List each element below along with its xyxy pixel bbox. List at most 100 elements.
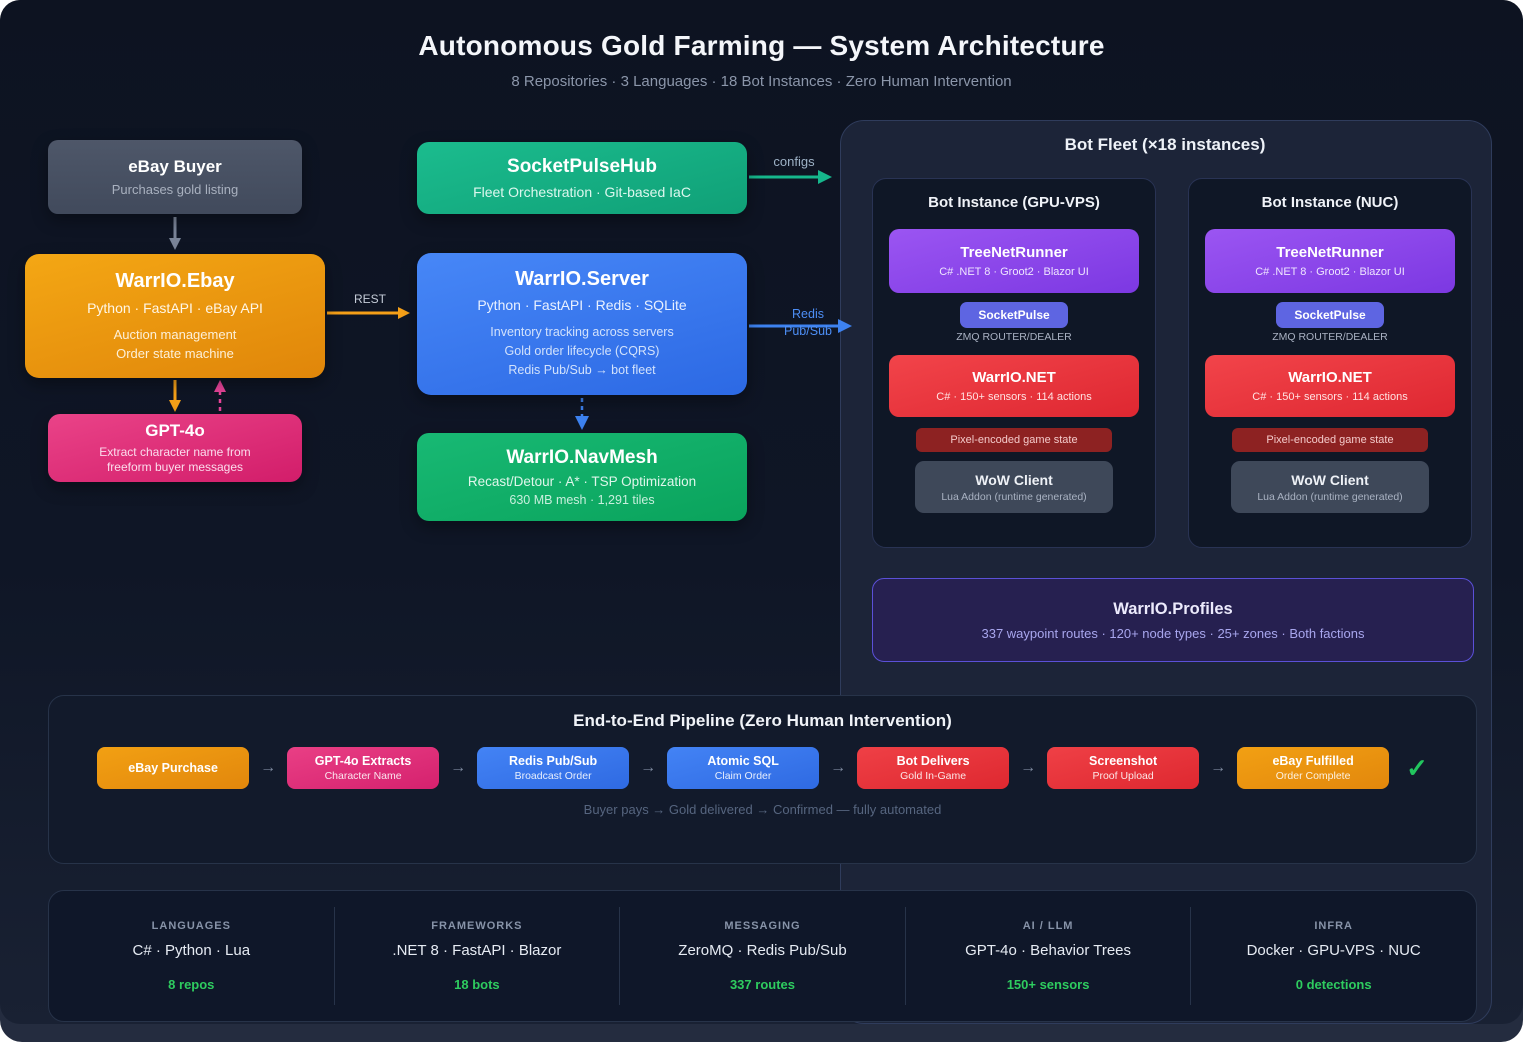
- block-subtitle: Lua Addon (runtime generated): [941, 490, 1087, 503]
- pipeline-step-ebay-purchase: eBay Purchase: [97, 747, 250, 789]
- node-warrio-navmesh: WarrIO.NavMesh Recast/Detour · A* · TSP …: [417, 433, 747, 521]
- node-stack: Python · FastAPI · eBay API: [87, 299, 263, 316]
- step-sublabel: Proof Upload: [1092, 770, 1154, 782]
- node-detail: Auction management: [113, 326, 237, 342]
- block-subtitle: Lua Addon (runtime generated): [1257, 490, 1403, 503]
- node-title: WarrIO.Ebay: [115, 269, 235, 292]
- node-stack: Python · FastAPI · Redis · SQLite: [477, 297, 687, 313]
- pipeline-step-redis-pubsub: Redis Pub/Sub Broadcast Order: [477, 747, 630, 789]
- stat-highlight: 8 repos: [168, 977, 215, 992]
- step-sublabel: Broadcast Order: [514, 770, 592, 782]
- stat-value: .NET 8 · FastAPI · Blazor: [392, 942, 562, 959]
- divider: [904, 907, 906, 1005]
- card-title: Bot Instance (NUC): [1261, 194, 1399, 211]
- pipeline-step-bot-delivers: Bot Delivers Gold In-Game: [857, 747, 1010, 789]
- stat-label: MESSAGING: [724, 920, 801, 932]
- pipeline-title: End-to-End Pipeline (Zero Human Interven…: [573, 711, 952, 730]
- edge-label-line: Pub/Sub: [784, 324, 832, 338]
- block-title: WarrIO.NET: [972, 369, 1056, 386]
- edge-label-rest: REST: [353, 292, 386, 306]
- bot-instance-card-gpu-vps: Bot Instance (GPU-VPS) TreeNetRunner C# …: [872, 178, 1156, 548]
- node-warrio-profiles: WarrIO.Profiles 337 waypoint routes · 12…: [872, 578, 1474, 662]
- divider: [619, 907, 621, 1005]
- node-title: WarrIO.NavMesh: [506, 447, 658, 468]
- stat-label: LANGUAGES: [151, 920, 231, 932]
- stat-column-messaging: MESSAGING ZeroMQ · Redis Pub/Sub 337 rou…: [620, 891, 905, 1021]
- node-title: SocketPulseHub: [507, 156, 657, 177]
- stat-label: FRAMEWORKS: [431, 920, 523, 932]
- stat-value: C# · Python · Lua: [132, 942, 251, 959]
- node-title: GPT-4o: [145, 421, 205, 440]
- node-title: eBay Buyer: [128, 157, 222, 176]
- stat-label: INFRA: [1314, 920, 1353, 932]
- arrow-right-icon: →: [830, 759, 847, 776]
- step-sublabel: Claim Order: [714, 770, 772, 782]
- node-detail: Extract character name from: [99, 445, 251, 459]
- step-label: Screenshot: [1089, 754, 1158, 768]
- page-subtitle: 8 Repositories · 3 Languages · 18 Bot In…: [511, 73, 1012, 90]
- node-stack: Recast/Detour · A* · TSP Optimization: [467, 474, 697, 489]
- node-detail: Order state machine: [116, 345, 234, 361]
- block-title: TreeNetRunner: [1276, 244, 1384, 261]
- bot-instance-card-nuc: Bot Instance (NUC) TreeNetRunner C# .NET…: [1188, 178, 1472, 548]
- pipeline-step-screenshot: Screenshot Proof Upload: [1047, 747, 1200, 789]
- block-subtitle: C# .NET 8 · Groot2 · Blazor UI: [1255, 266, 1405, 278]
- step-sublabel: Order Complete: [1275, 770, 1351, 782]
- step-label: Atomic SQL: [707, 754, 779, 768]
- divider: [1190, 907, 1192, 1005]
- node-subtitle: 630 MB mesh · 1,291 tiles: [509, 493, 655, 507]
- block-subtitle: C# .NET 8 · Groot2 · Blazor UI: [939, 266, 1089, 278]
- zmq-router-dealer-label: ZMQ ROUTER/DEALER: [1272, 331, 1388, 343]
- block-warrio-net: WarrIO.NET C# · 150+ sensors · 114 actio…: [889, 355, 1139, 417]
- bot-fleet-title: Bot Fleet (×18 instances): [1064, 135, 1266, 154]
- block-warrio-net: WarrIO.NET C# · 150+ sensors · 114 actio…: [1205, 355, 1455, 417]
- card-title: Bot Instance (GPU-VPS): [928, 194, 1100, 211]
- stat-value: GPT-4o · Behavior Trees: [965, 942, 1132, 959]
- zmq-router-dealer-label: ZMQ ROUTER/DEALER: [956, 331, 1072, 343]
- arrow-right-icon: →: [450, 759, 467, 776]
- chip-socketpulse: SocketPulse: [1276, 302, 1384, 328]
- node-warrio-ebay: WarrIO.Ebay Python · FastAPI · eBay API …: [25, 254, 325, 378]
- block-subtitle: C# · 150+ sensors · 114 actions: [936, 391, 1092, 403]
- block-subtitle: C# · 150+ sensors · 114 actions: [1252, 391, 1408, 403]
- pipeline-step-ebay-fulfilled: eBay Fulfilled Order Complete: [1237, 747, 1390, 789]
- arrow-right-icon: →: [1210, 759, 1227, 776]
- edge-label-configs: configs: [773, 154, 815, 169]
- stat-column-ai-llm: AI / LLM GPT-4o · Behavior Trees 150+ se…: [906, 891, 1191, 1021]
- badge-pixel-encoded-game-state: Pixel-encoded game state: [1232, 428, 1428, 452]
- page-title: Autonomous Gold Farming — System Archite…: [418, 30, 1105, 61]
- check-icon: ✓: [1406, 752, 1428, 783]
- node-socketpulsehub: SocketPulseHub Fleet Orchestration · Git…: [417, 142, 747, 214]
- pipeline-step-atomic-sql: Atomic SQL Claim Order: [667, 747, 820, 789]
- chip-socketpulse: SocketPulse: [960, 302, 1068, 328]
- block-treenetrunner: TreeNetRunner C# .NET 8 · Groot2 · Blazo…: [889, 229, 1139, 293]
- pipeline-step-gpt4o-extracts: GPT-4o Extracts Character Name: [287, 747, 440, 789]
- stat-value: ZeroMQ · Redis Pub/Sub: [678, 942, 847, 959]
- divider: [333, 907, 335, 1005]
- block-title: WoW Client: [975, 471, 1053, 488]
- node-ebay-buyer: eBay Buyer Purchases gold listing: [48, 140, 302, 214]
- block-title: WarrIO.NET: [1288, 369, 1372, 386]
- node-detail: Gold order lifecycle (CQRS): [504, 344, 660, 358]
- block-title: WoW Client: [1291, 471, 1369, 488]
- stat-highlight: 150+ sensors: [1006, 977, 1090, 992]
- node-title: WarrIO.Profiles: [1113, 599, 1233, 618]
- arrow-right-icon: →: [640, 759, 657, 776]
- pipeline-panel: End-to-End Pipeline (Zero Human Interven…: [48, 695, 1477, 864]
- arrow-right-icon: →: [260, 759, 277, 776]
- edge-label-line: Redis: [792, 307, 824, 321]
- node-subtitle: Purchases gold listing: [111, 182, 239, 197]
- stat-column-infra: INFRA Docker · GPU-VPS · NUC 0 detection…: [1191, 891, 1476, 1021]
- pipeline-steps-row: eBay Purchase → GPT-4o Extracts Characte…: [49, 747, 1476, 789]
- step-label: eBay Purchase: [128, 761, 218, 775]
- step-label: Redis Pub/Sub: [508, 754, 598, 768]
- node-detail: Redis Pub/Sub → bot fleet: [508, 363, 656, 377]
- node-warrio-server: WarrIO.Server Python · FastAPI · Redis ·…: [417, 253, 747, 395]
- block-treenetrunner: TreeNetRunner C# .NET 8 · Groot2 · Blazo…: [1205, 229, 1455, 293]
- arrow-right-icon: →: [1020, 759, 1037, 776]
- step-sublabel: Character Name: [324, 770, 402, 782]
- node-gpt4o: GPT-4o Extract character name from freef…: [48, 414, 302, 482]
- pipeline-caption: Buyer pays → Gold delivered → Confirmed …: [583, 802, 942, 817]
- stat-highlight: 0 detections: [1295, 977, 1372, 992]
- stat-label: AI / LLM: [1022, 920, 1074, 932]
